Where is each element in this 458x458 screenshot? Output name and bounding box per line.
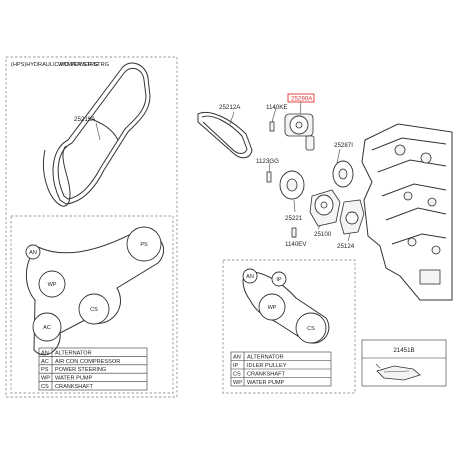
left-legend-code: PS xyxy=(41,367,49,373)
tensioner-assembly xyxy=(284,113,315,151)
right-panel: AN IP WP CS AN ALTERNATOR IP IDLER PULLE… xyxy=(222,259,356,394)
part-label-25221: 25221 xyxy=(285,215,303,222)
bolt-1123gg xyxy=(266,171,272,183)
left-legend-desc: CRANKSHAFT xyxy=(55,384,93,390)
left-pulley-ps xyxy=(126,226,162,262)
left-panel-border xyxy=(5,56,178,398)
right-legend-code: CS xyxy=(233,372,241,378)
left-belt-routing: AN PS WP CS AC xyxy=(25,226,164,356)
left-pulley-an xyxy=(25,244,41,260)
left-belt-drawing xyxy=(43,62,151,207)
left-pulley-cs xyxy=(78,293,110,325)
right-belt-routing: AN IP WP CS xyxy=(242,268,330,344)
right-legend-code: AN xyxy=(233,355,241,361)
left-legend-table: AN ALTERNATOR AC AIR CON COMPRESSOR PS P… xyxy=(38,347,148,391)
right-pulley-an xyxy=(242,268,258,284)
left-pulley-cs-label: CS xyxy=(90,307,98,313)
left-legend-desc: ALTERNATOR xyxy=(55,350,92,356)
center-belt xyxy=(197,112,253,159)
left-panel-title-overlap: W/O POWER STRG xyxy=(58,62,109,68)
left-legend-code: CS xyxy=(41,384,49,390)
engine-block-drawing xyxy=(361,123,453,301)
left-legend-desc: WATER PUMP xyxy=(55,376,93,382)
center-belt-leader xyxy=(229,111,235,125)
part-label-25124: 25124 xyxy=(337,243,355,250)
highlight-part-label: 25290A xyxy=(291,96,313,103)
left-belt-leader xyxy=(95,122,101,141)
right-legend-desc: WATER PUMP xyxy=(247,380,285,386)
right-legend-desc: IDLER PULLEY xyxy=(247,363,287,369)
part-label-25287i: 25287I xyxy=(334,142,353,149)
right-legend-table: AN ALTERNATOR IP IDLER PULLEY CS CRANKSH… xyxy=(230,351,332,387)
right-panel-border xyxy=(222,259,356,394)
bolt-1140ev xyxy=(291,227,297,238)
water-pump-25100 xyxy=(309,189,341,227)
right-pulley-ip xyxy=(271,271,287,287)
left-pulley-ac-label: AC xyxy=(43,325,51,331)
left-pulley-an-label: AN xyxy=(29,250,37,256)
part-label-1140ev: 1140EV xyxy=(285,241,307,248)
left-legend-desc: POWER STEERING xyxy=(55,367,106,373)
left-pulley-wp-label: WP xyxy=(48,282,57,288)
right-pulley-cs-label: CS xyxy=(307,326,315,332)
idler-pulley-25221 xyxy=(279,170,305,200)
part-label-1123gg: 1123GG xyxy=(256,158,279,165)
bolt-1140ke xyxy=(269,121,275,132)
left-pulley-ac xyxy=(32,312,62,342)
right-pulley-an-label: AN xyxy=(246,274,254,280)
right-legend-desc: CRANKSHAFT xyxy=(247,372,285,378)
inset-part-drawing xyxy=(375,363,421,381)
right-pulley-cs xyxy=(295,312,327,344)
center-exploded-view: 25212A 25290A 1140KE 25287I 1123GG xyxy=(197,93,453,301)
right-legend-desc: ALTERNATOR xyxy=(247,355,284,361)
part-label-25100: 25100 xyxy=(314,231,332,238)
gasket-25124 xyxy=(339,199,365,235)
left-legend-code: WP xyxy=(41,376,50,382)
center-belt-label: 25212A xyxy=(219,104,241,111)
left-inner-border xyxy=(10,215,174,394)
left-legend-code: AN xyxy=(41,350,49,356)
left-legend-code: AC xyxy=(41,359,49,365)
right-pulley-ip-label: IP xyxy=(276,277,282,283)
left-pulley-ps-label: PS xyxy=(140,242,148,248)
left-panel: (HPS)HYDRAULIC POWER STRG W/O POWER STRG… xyxy=(5,56,178,398)
idler-pulley-25287i xyxy=(332,160,354,188)
inset-box: 21451B xyxy=(361,339,447,387)
inset-part-label: 21451B xyxy=(393,347,414,354)
right-pulley-wp-label: WP xyxy=(268,305,277,311)
right-legend-code: WP xyxy=(233,380,242,386)
part-label-1140ke: 1140KE xyxy=(266,104,288,111)
right-legend-code: IP xyxy=(233,363,239,369)
left-belt-label: 25212A xyxy=(74,116,96,123)
right-pulley-wp xyxy=(258,293,286,321)
left-legend-desc: AIR CON COMPRESSOR xyxy=(55,359,120,365)
left-panel-title: (HPS)HYDRAULIC POWER STRG xyxy=(11,62,98,68)
left-pulley-wp xyxy=(38,270,66,298)
